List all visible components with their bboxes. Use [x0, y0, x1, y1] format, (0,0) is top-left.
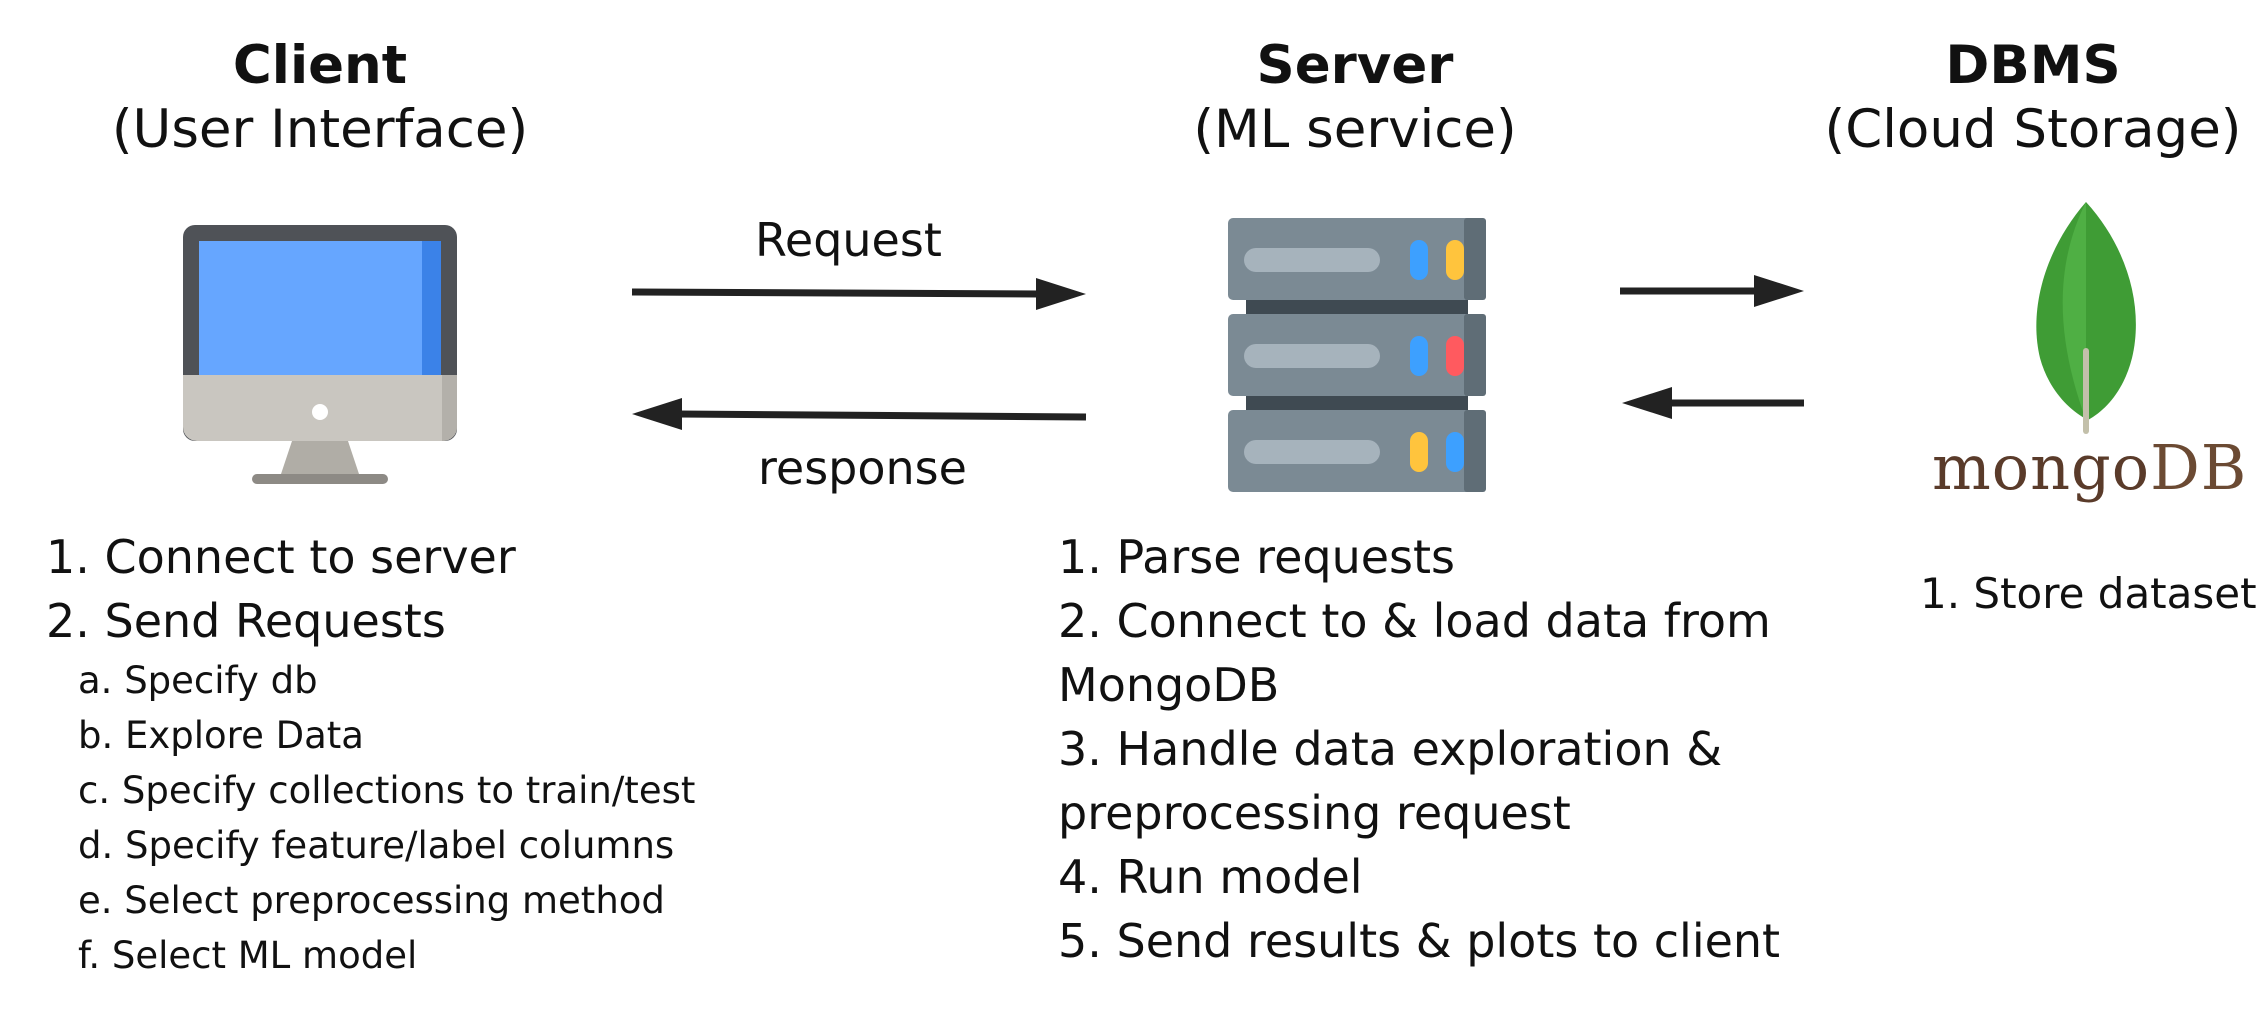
client-substeps: a. Specify db b. Explore Data c. Specify…	[78, 653, 695, 983]
list-item: c. Specify collections to train/test	[78, 769, 696, 812]
server-dbms-arrows	[1620, 275, 1804, 419]
mongodb-wordmark-db: DB	[2150, 431, 2248, 504]
to-db-arrowhead	[1754, 275, 1804, 307]
list-item: e. Select preprocessing method	[78, 879, 665, 922]
dbms-title-block: DBMS (Cloud Storage)	[1798, 34, 2268, 162]
list-item: MongoDB	[1058, 658, 1280, 712]
from-db-arrowhead	[1622, 387, 1672, 419]
list-item: preprocessing request	[1058, 786, 1571, 840]
list-item: a. Specify db	[78, 659, 318, 702]
list-item: 1. Store dataset	[1920, 569, 2257, 618]
request-label: Request	[755, 213, 942, 267]
server-rack-icon	[1228, 218, 1486, 492]
mongodb-wordmark-mongo: mongo	[1932, 431, 2151, 504]
list-item: 3. Handle data exploration &	[1058, 722, 1723, 776]
list-item: 4. Run model	[1058, 850, 1363, 904]
list-item: d. Specify feature/label columns	[78, 824, 675, 867]
mongodb-logo-icon: mongoDB	[1932, 433, 2247, 503]
list-item: 5. Send results & plots to client	[1058, 914, 1781, 968]
list-item: 2. Connect to & load data from	[1058, 594, 1771, 648]
server-title-block: Server (ML service)	[1055, 34, 1655, 162]
client-steps: 1. Connect to server 2. Send Requests	[46, 525, 516, 653]
response-arrowhead	[632, 398, 682, 430]
response-arrow-line	[677, 410, 1087, 421]
dbms-steps: 1. Store dataset	[1920, 562, 2257, 626]
client-title: Client	[232, 35, 408, 96]
server-subtitle: (ML service)	[1193, 99, 1517, 160]
server-title: Server	[1256, 35, 1454, 96]
request-arrowhead	[1036, 278, 1086, 310]
list-item: 1. Connect to server	[46, 530, 516, 584]
request-arrow-line	[631, 288, 1041, 298]
server-steps: 1. Parse requests 2. Connect to & load d…	[1058, 525, 1780, 973]
mongodb-leaf-icon	[2036, 202, 2136, 434]
list-item: b. Explore Data	[78, 714, 364, 757]
client-server-arrows	[631, 278, 1087, 430]
dbms-subtitle: (Cloud Storage)	[1824, 99, 2242, 160]
response-label: response	[758, 441, 967, 495]
list-item: 1. Parse requests	[1058, 530, 1455, 584]
list-item: 2. Send Requests	[46, 594, 446, 648]
client-subtitle: (User Interface)	[111, 99, 529, 160]
dbms-title: DBMS	[1945, 35, 2121, 96]
desktop-monitor-icon	[183, 225, 457, 484]
client-title-block: Client (User Interface)	[20, 34, 620, 162]
list-item: f. Select ML model	[78, 934, 418, 977]
